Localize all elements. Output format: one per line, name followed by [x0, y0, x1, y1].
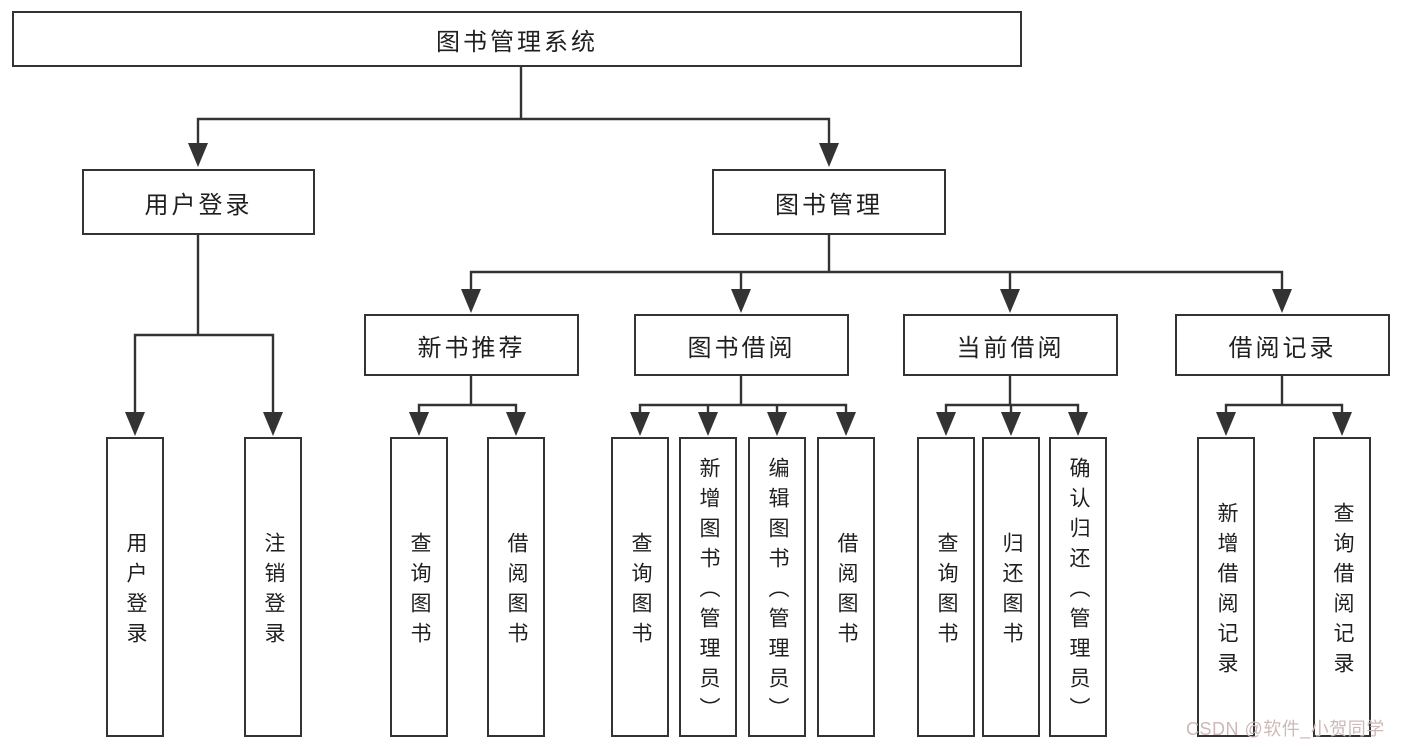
leaf-borrow-add-books-admin: 新增图书（管理员）	[679, 437, 737, 737]
leaf-borrow-query-books: 查询图书	[611, 437, 669, 737]
node-new-book-recommend: 新书推荐	[364, 314, 579, 376]
leaf-records-query-record-label: 查询借阅记录	[1331, 501, 1354, 682]
leaf-newbook-query-books-label: 查询图书	[408, 531, 431, 652]
watermark-text: CSDN @软件_小贺同学	[1186, 719, 1385, 739]
node-borrow-records: 借阅记录	[1175, 314, 1390, 376]
node-book-borrow: 图书借阅	[634, 314, 849, 376]
node-new-book-recommend-label: 新书推荐	[417, 334, 526, 362]
leaf-newbook-borrow-books-label: 借阅图书	[505, 531, 528, 652]
node-root-label: 图书管理系统	[436, 28, 598, 56]
leaf-borrow-query-books-label: 查询图书	[629, 531, 652, 652]
node-borrow-records-label: 借阅记录	[1228, 334, 1337, 362]
leaf-current-query-books-label: 查询图书	[935, 531, 958, 652]
connector-root-branch	[188, 65, 839, 167]
leaf-current-confirm-return-admin-label: 确认归还（管理员）	[1067, 456, 1090, 727]
leaf-logout-label: 注销登录	[262, 531, 285, 652]
leaf-borrow-edit-books-admin-label: 编辑图书（管理员）	[766, 456, 789, 727]
leaf-borrow-borrow-books-label: 借阅图书	[835, 531, 858, 652]
connector-book-management-branch	[461, 233, 1292, 313]
leaf-newbook-query-books: 查询图书	[390, 437, 448, 737]
connector-borrow-records-branch	[1216, 374, 1352, 436]
leaf-user-login: 用户登录	[106, 437, 164, 737]
leaf-user-login-label: 用户登录	[124, 531, 147, 652]
leaf-current-return-books-label: 归还图书	[1000, 531, 1023, 652]
connector-user-login-branch	[125, 233, 283, 436]
node-current-borrow-label: 当前借阅	[956, 334, 1065, 362]
leaf-records-query-record: 查询借阅记录	[1313, 437, 1371, 737]
node-user-login-label: 用户登录	[144, 191, 253, 219]
connector-book-borrow-branch	[630, 374, 856, 436]
leaf-records-add-record-label: 新增借阅记录	[1215, 501, 1238, 682]
leaf-current-query-books: 查询图书	[917, 437, 975, 737]
node-book-management-label: 图书管理	[775, 191, 883, 219]
connector-new-book-branch	[409, 374, 526, 436]
node-user-login: 用户登录	[82, 169, 315, 235]
leaf-logout: 注销登录	[244, 437, 302, 737]
leaf-borrow-add-books-admin-label: 新增图书（管理员）	[697, 456, 720, 727]
leaf-records-add-record: 新增借阅记录	[1197, 437, 1255, 737]
node-book-borrow-label: 图书借阅	[687, 334, 796, 362]
leaf-current-return-books: 归还图书	[982, 437, 1040, 737]
leaf-borrow-borrow-books: 借阅图书	[817, 437, 875, 737]
node-root: 图书管理系统	[12, 11, 1022, 67]
node-current-borrow: 当前借阅	[903, 314, 1118, 376]
connector-current-borrow-branch	[936, 374, 1088, 436]
leaf-newbook-borrow-books: 借阅图书	[487, 437, 545, 737]
leaf-borrow-edit-books-admin: 编辑图书（管理员）	[748, 437, 806, 737]
node-book-management: 图书管理	[712, 169, 946, 235]
leaf-current-confirm-return-admin: 确认归还（管理员）	[1049, 437, 1107, 737]
